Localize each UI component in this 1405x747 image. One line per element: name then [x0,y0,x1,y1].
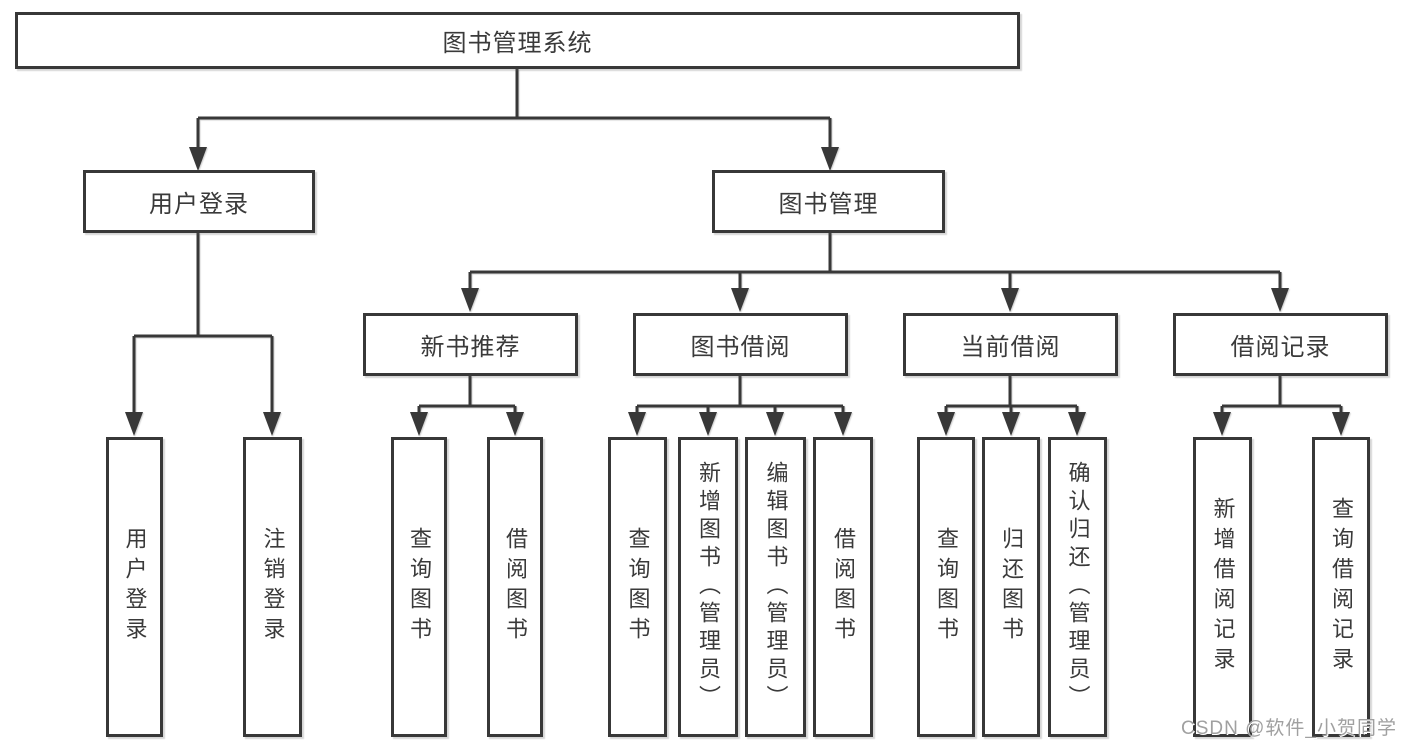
leaf-borrow-borrow-books: 借阅图书 [813,437,873,737]
node-book-borrowing: 图书借阅 [633,313,848,376]
node-new-book-recommendation: 新书推荐 [363,313,578,376]
leaf-logout: 注销登录 [243,437,302,737]
node-book-management: 图书管理 [712,170,945,233]
leaf-borrow-add-books-admin: 新增图书（管理员） [678,437,738,737]
leaf-borrow-query-books: 查询图书 [608,437,667,737]
node-borrowing-records: 借阅记录 [1173,313,1388,376]
node-user-login: 用户登录 [83,170,315,233]
leaf-borrow-edit-books-admin: 编辑图书（管理员） [745,437,806,737]
leaf-recommend-query-books: 查询图书 [391,437,447,737]
leaf-current-confirm-return-admin: 确认归还（管理员） [1048,437,1107,737]
leaf-current-return-books: 归还图书 [982,437,1040,737]
leaf-records-add-borrow-record: 新增借阅记录 [1193,437,1252,737]
csdn-watermark: CSDN @软件_小贺同学 [1181,718,1397,739]
leaf-current-query-books: 查询图书 [917,437,975,737]
node-root-library-management-system: 图书管理系统 [15,12,1020,69]
node-current-borrowing: 当前借阅 [903,313,1118,376]
leaf-user-login: 用户登录 [106,437,163,737]
leaf-recommend-borrow-books: 借阅图书 [487,437,543,737]
leaf-records-query-borrow-record: 查询借阅记录 [1312,437,1370,737]
